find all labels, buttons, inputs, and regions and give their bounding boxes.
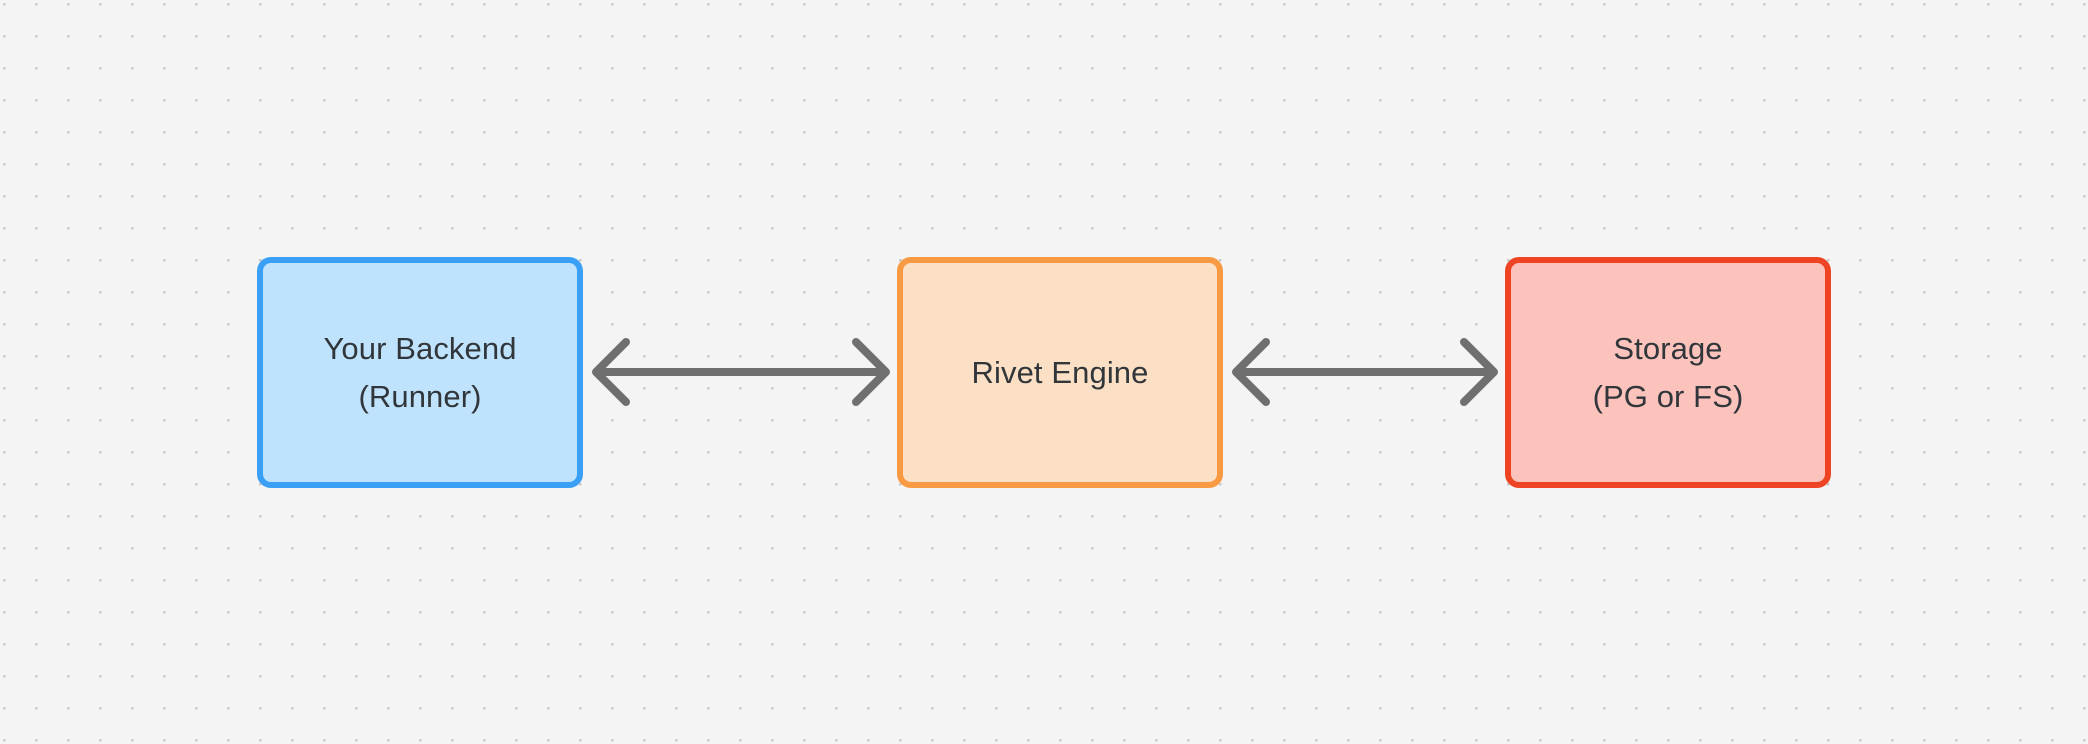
edge-engine-storage-arrow — [1232, 338, 1498, 406]
node-rivet-engine-line-1: Rivet Engine — [971, 354, 1149, 390]
node-storage-line-1: Storage — [1613, 330, 1723, 366]
node-your-backend-line-1: Your Backend — [323, 330, 517, 366]
edge-backend-engine[interactable] — [588, 332, 894, 412]
node-your-backend[interactable]: Your Backend (Runner) — [257, 257, 583, 488]
node-your-backend-line-2: (Runner) — [358, 378, 482, 414]
edge-backend-engine-arrow — [592, 338, 890, 406]
edge-engine-storage[interactable] — [1228, 332, 1502, 412]
node-storage[interactable]: Storage (PG or FS) — [1505, 257, 1831, 488]
node-rivet-engine[interactable]: Rivet Engine — [897, 257, 1223, 488]
node-storage-line-2: (PG or FS) — [1592, 378, 1744, 414]
